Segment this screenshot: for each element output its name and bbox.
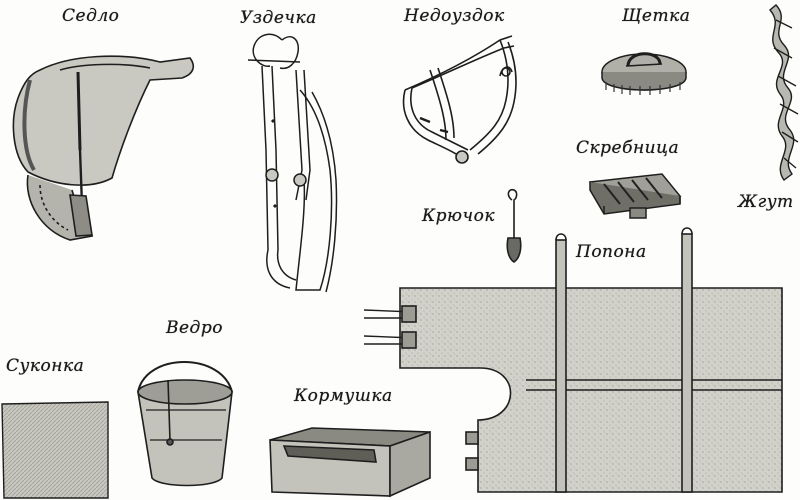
bridle-icon (247, 33, 338, 293)
label-saddle: Седло (62, 6, 120, 26)
label-bridle: Уздечка (240, 8, 317, 28)
cloth-icon (1, 401, 109, 499)
bucket-icon (137, 361, 233, 487)
label-feeder: Кормушка (294, 386, 393, 406)
curry-comb-icon (588, 173, 682, 219)
label-hoof-pick: Крючок (422, 206, 495, 226)
feeder-trough-icon (269, 427, 431, 498)
label-blanket: Попона (576, 242, 647, 262)
label-bucket: Ведро (166, 318, 223, 338)
horse-blanket-icon (363, 227, 783, 493)
saddle-icon (12, 55, 195, 241)
label-wisp: Жгут (738, 192, 794, 212)
label-curry-comb: Скребница (576, 138, 680, 158)
label-brush: Щетка (622, 6, 691, 26)
label-cloth: Суконка (6, 356, 85, 376)
twisted-rope-icon (769, 4, 799, 181)
hoof-pick-hook-icon (506, 188, 522, 263)
label-halter: Недоуздок (404, 6, 505, 26)
brush-icon (601, 52, 687, 95)
halter-icon (402, 35, 517, 164)
